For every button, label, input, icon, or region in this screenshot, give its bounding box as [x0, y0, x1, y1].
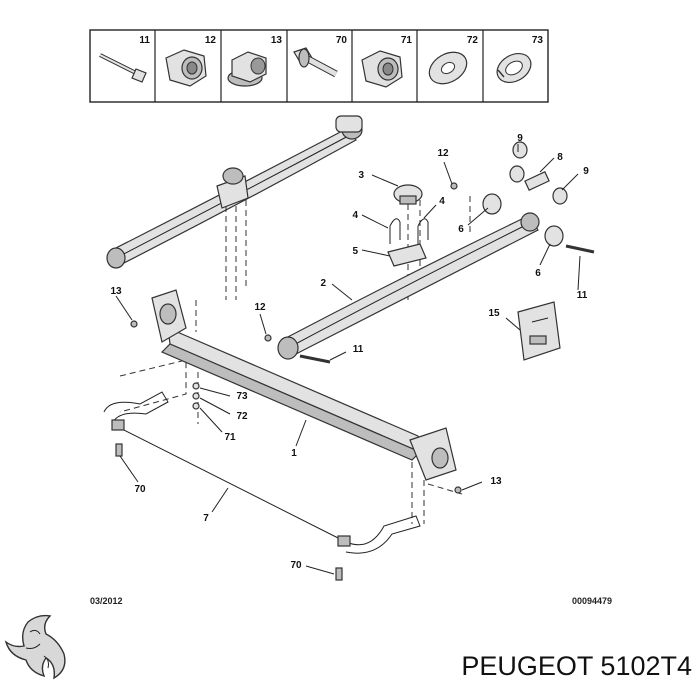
- callout-9: 9: [583, 166, 589, 177]
- legend-ref-71: 71: [401, 35, 413, 46]
- callout-11: 11: [353, 344, 364, 355]
- callout-1: 1: [291, 448, 297, 459]
- callout-8: 8: [557, 152, 563, 163]
- spring-plate: [387, 243, 427, 267]
- callout-70: 70: [134, 484, 146, 495]
- callout-73: 73: [236, 391, 248, 402]
- callout-4: 4: [439, 196, 445, 207]
- callout-labels: 3 4 4 5 2 12 9 8 9 6 6 11 15 13 12 11 73…: [110, 133, 589, 571]
- callout-70: 70: [290, 560, 302, 571]
- bump-stop: [393, 184, 423, 205]
- spring-washer-icon: [496, 52, 532, 84]
- shackle-bolt: [565, 244, 595, 254]
- legend-ref-70: 70: [336, 35, 348, 46]
- leaf-spring-upper: [106, 115, 363, 269]
- hardware-legend: 11 12 13 70 71 72 73: [89, 29, 549, 103]
- callout-7: 7: [203, 513, 209, 524]
- flange-bolt-icon: [293, 47, 338, 78]
- callout-12: 12: [437, 148, 449, 159]
- legend-ref-11: 11: [139, 35, 150, 46]
- diagram-date: 03/2012: [90, 596, 123, 606]
- callout-12: 12: [254, 302, 266, 313]
- small-fasteners: [115, 182, 462, 581]
- callout-6: 6: [535, 268, 541, 279]
- callout-3: 3: [358, 170, 364, 181]
- rear-axle-beam: [151, 289, 457, 481]
- u-bolts: [389, 218, 429, 244]
- anti-roll-bar: [103, 391, 421, 554]
- legend-ref-12: 12: [205, 35, 217, 46]
- washer-icon: [428, 51, 468, 85]
- callout-9: 9: [517, 133, 523, 144]
- callout-4: 4: [352, 210, 358, 221]
- callout-13: 13: [110, 286, 122, 297]
- leader-lines: [115, 144, 581, 575]
- callout-15: 15: [488, 308, 500, 319]
- shackle-bushings: [482, 141, 568, 247]
- callout-2: 2: [320, 278, 326, 289]
- brand-part-number: PEUGEOT 5102T4: [461, 651, 692, 681]
- part-number: 5102T4: [600, 651, 692, 681]
- callout-72: 72: [236, 411, 248, 422]
- eye-bolt: [299, 354, 331, 364]
- brand-name: PEUGEOT: [461, 651, 593, 681]
- diagram-reference: 00094479: [572, 596, 612, 606]
- bracket: [517, 301, 561, 361]
- flange-nut-icon: [227, 51, 267, 87]
- legend-ref-13: 13: [271, 35, 283, 46]
- callout-5: 5: [352, 246, 358, 257]
- leaf-spring-lower: [277, 212, 540, 360]
- callout-6: 6: [458, 224, 464, 235]
- legend-ref-72: 72: [467, 35, 479, 46]
- callout-13: 13: [490, 476, 502, 487]
- nut-icon: [165, 49, 207, 87]
- bolt-icon: [99, 53, 147, 83]
- callout-71: 71: [224, 432, 236, 443]
- peugeot-lion-icon: [4, 614, 66, 680]
- callout-11: 11: [577, 290, 588, 301]
- nut-icon: [361, 50, 403, 88]
- legend-ref-73: 73: [532, 35, 544, 46]
